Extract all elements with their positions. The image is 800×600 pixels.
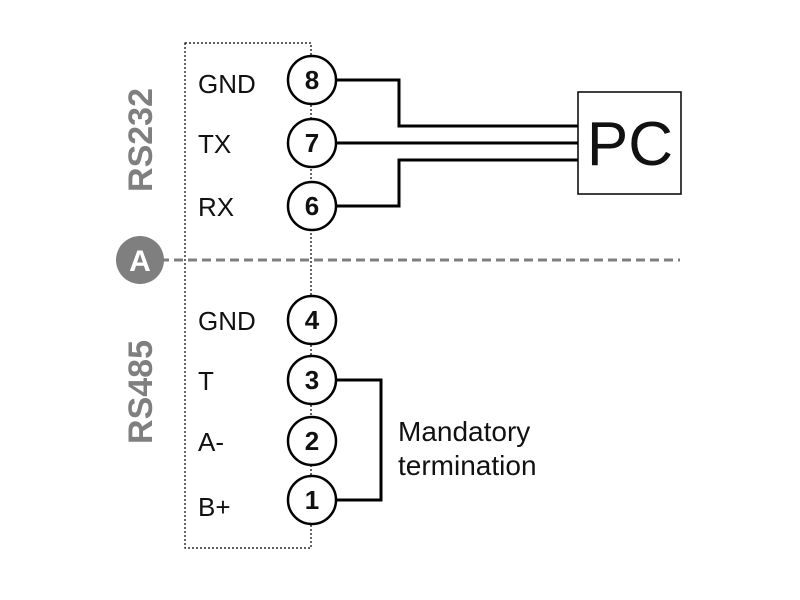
pin-4-label: GND: [198, 306, 256, 336]
wire-rx-to-pc: [337, 158, 578, 208]
terminal-block-outline: [184, 42, 312, 549]
termination-note-line2: termination: [398, 450, 537, 481]
pin-1-label: B+: [198, 492, 231, 522]
pin-7-label: TX: [198, 129, 231, 159]
pc-label: PC: [587, 110, 673, 179]
separator-marker-label: A: [129, 245, 151, 278]
pin-8: 8 GND: [198, 54, 338, 106]
pin-6-circle: [286, 180, 338, 232]
pin-7: 7 TX: [198, 117, 338, 169]
pin-8-number: 8: [305, 65, 319, 95]
termination-note-line1: Mandatory: [398, 416, 530, 447]
pin-6: 6 RX: [198, 180, 338, 232]
pin-3-label: T: [198, 366, 214, 396]
pin-7-circle: [286, 117, 338, 169]
wire-gnd-to-pc: [337, 78, 578, 128]
pin-1-number: 1: [305, 485, 319, 515]
pin-8-circle: [286, 54, 338, 106]
pin-2: 2 A-: [198, 415, 338, 467]
pin-1: 1 B+: [198, 474, 338, 526]
pin-3-number: 3: [305, 365, 319, 395]
bus-label-rs232: RS232: [122, 88, 160, 192]
separator-marker: [116, 236, 164, 284]
pin-4-circle: [286, 294, 338, 346]
pin-2-circle: [286, 415, 338, 467]
pin-2-label: A-: [198, 427, 224, 457]
pin-3-circle: [286, 354, 338, 406]
pin-6-number: 6: [305, 191, 319, 221]
termination-bridge: [337, 378, 383, 502]
pin-4: 4 GND: [198, 294, 338, 346]
bus-label-rs485: RS485: [122, 340, 160, 444]
pin-8-label: GND: [198, 69, 256, 99]
pin-2-number: 2: [305, 426, 319, 456]
pin-1-circle: [286, 474, 338, 526]
pin-3: 3 T: [198, 354, 338, 406]
pin-7-number: 7: [305, 128, 319, 158]
pin-4-number: 4: [305, 305, 320, 335]
pin-6-label: RX: [198, 192, 234, 222]
